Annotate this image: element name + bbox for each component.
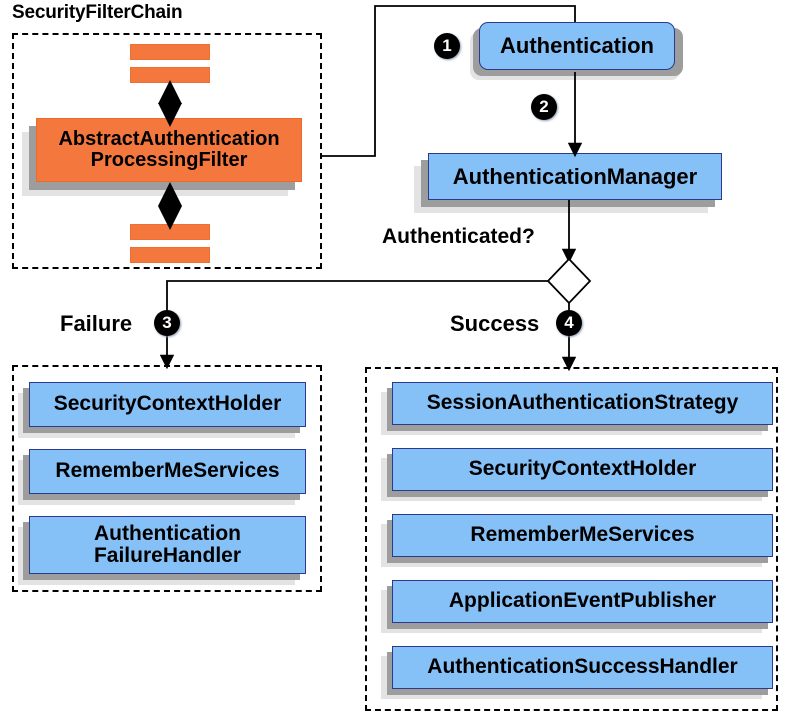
filter-bar-bottom-2	[130, 247, 210, 263]
filter-bar-top-2	[130, 67, 210, 83]
node-label: SessionAuthenticationStrategy	[426, 391, 739, 415]
node-label: AuthenticationManager	[452, 163, 698, 189]
filter-bar-bottom-1	[130, 224, 210, 240]
node-abstract-authentication-processing-filter[interactable]: AbstractAuthentication ProcessingFilter	[36, 118, 302, 182]
node-label: SecurityContextHolder	[53, 392, 282, 416]
step-badge-3: 3	[154, 310, 180, 336]
decision-label: Authenticated?	[382, 225, 535, 248]
node-label: RememberMeServices	[470, 523, 695, 547]
step-badge-4: 4	[556, 310, 582, 336]
node-label-line1: Authentication	[94, 521, 241, 545]
failure-item-1[interactable]: SecurityContextHolder	[29, 382, 306, 427]
node-label: RememberMeServices	[55, 459, 280, 483]
step-badge-1: 1	[434, 33, 460, 59]
node-label: Authentication	[500, 33, 654, 59]
security-filter-chain-group	[12, 33, 322, 269]
node-label: SecurityContextHolder	[468, 457, 697, 481]
node-label-line1: AbstractAuthentication	[58, 128, 280, 150]
node-authentication-manager[interactable]: AuthenticationManager	[428, 153, 722, 200]
node-label-line2: ProcessingFilter	[90, 149, 248, 171]
success-label: Success	[450, 311, 540, 336]
node-label: AuthenticationSuccessHandler	[427, 655, 738, 679]
node-label-line2: FailureHandler	[93, 544, 242, 567]
security-filter-chain-label: SecurityFilterChain	[12, 2, 183, 23]
node-authentication[interactable]: Authentication	[479, 22, 675, 70]
failure-item-3[interactable]: Authentication FailureHandler	[29, 516, 306, 574]
success-item-1[interactable]: SessionAuthenticationStrategy	[392, 382, 773, 425]
node-label: ApplicationEventPublisher	[448, 589, 717, 613]
step-badge-2: 2	[531, 94, 557, 120]
failure-label: Failure	[60, 311, 133, 336]
success-item-3[interactable]: RememberMeServices	[392, 514, 773, 557]
success-item-5[interactable]: AuthenticationSuccessHandler	[392, 646, 773, 689]
success-item-4[interactable]: ApplicationEventPublisher	[392, 580, 773, 623]
failure-item-2[interactable]: RememberMeServices	[29, 449, 306, 494]
filter-bar-top-1	[130, 44, 210, 60]
success-item-2[interactable]: SecurityContextHolder	[392, 448, 773, 491]
